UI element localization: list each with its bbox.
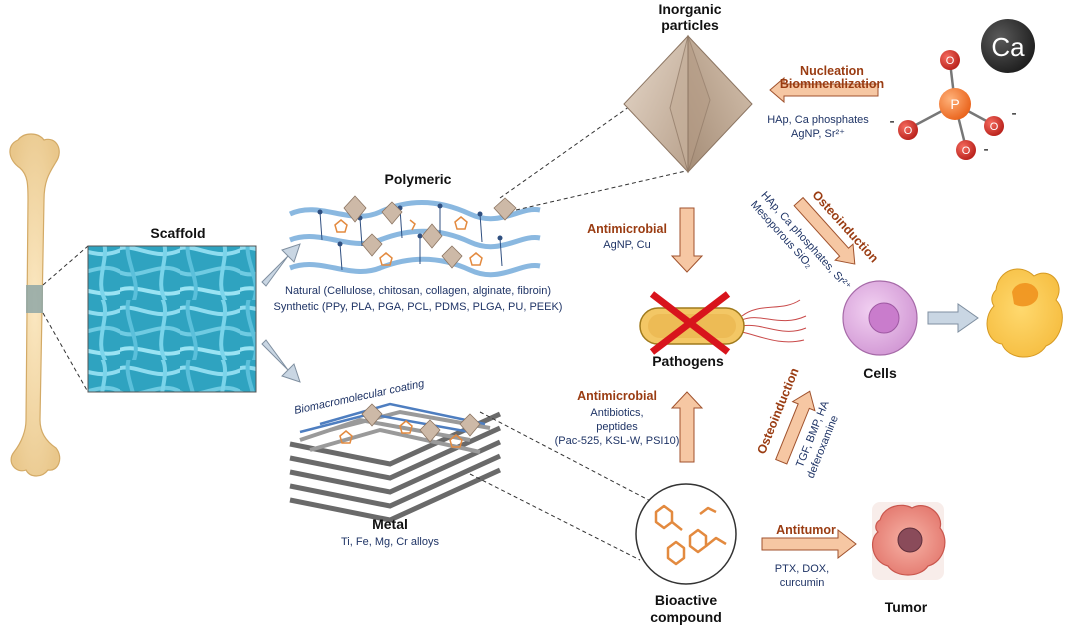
antitumor-line1: PTX, DOX, <box>775 563 829 575</box>
polymeric-network <box>288 195 541 278</box>
charge-minus-bottom: - <box>983 141 988 158</box>
bioactive-label-line1: Bioactive <box>655 592 717 608</box>
polymeric-synthetic-text: Synthetic (PPy, PLA, PGA, PCL, PDMS, PLG… <box>274 301 563 313</box>
metal-coating-text: Biomacromolecular coating <box>293 377 426 417</box>
differentiated-cell-illustration <box>986 268 1063 358</box>
phosphorus-symbol: P <box>950 96 959 112</box>
oxygen-atom-right <box>984 116 1004 136</box>
calcium-ion: Ca <box>981 19 1035 73</box>
antimicrobial-top-title: Antimicrobial <box>587 222 667 236</box>
tumor-illustration <box>871 502 946 580</box>
antimicrobial-bottom-title: Antimicrobial <box>577 389 657 403</box>
arrow-osteoinduction-bottom <box>775 390 816 465</box>
antitumor-title: Antitumor <box>776 523 836 537</box>
oxygen-symbol-right: O <box>990 121 999 133</box>
zoom-lines-polymeric <box>499 91 691 211</box>
antimicrobial-bottom-line1: Antibiotics, <box>590 407 643 419</box>
charge-minus-left: - <box>889 113 894 130</box>
arrow-nucleation <box>769 76 879 104</box>
phosphate-molecule: O O O O P - - - <box>889 50 1017 160</box>
antimicrobial-bottom-line2: peptides <box>596 421 638 433</box>
cross-mark <box>649 291 731 355</box>
scaffold-label: Scaffold <box>150 225 205 241</box>
arrow-osteoinduction-top <box>793 196 856 265</box>
cell-illustration <box>842 280 918 356</box>
oxygen-symbol-left: O <box>904 125 913 137</box>
tumor-label: Tumor <box>885 599 928 615</box>
zoom-lines-metal <box>469 411 661 561</box>
calcium-symbol: Ca <box>991 32 1025 62</box>
arrow-antimicrobial-up <box>670 391 704 463</box>
nucleation-title-line2: Biomineralization <box>780 77 884 91</box>
oxygen-atom-top <box>940 50 960 70</box>
polymeric-label: Polymeric <box>385 171 452 187</box>
osteoinduction-top-group: Osteoinduction HAp, Ca phosphates, Sr²⁺ … <box>748 188 881 293</box>
arrow-antitumor <box>761 528 857 560</box>
bone-illustration <box>9 133 61 477</box>
nucleation-desc-line1: HAp, Ca phosphates <box>767 114 869 126</box>
oxygen-atom-bottom <box>956 140 976 160</box>
pathogens-label: Pathogens <box>652 353 724 369</box>
metal-label: Metal <box>372 516 408 532</box>
nucleation-title-line1: Nucleation <box>800 64 864 78</box>
inorganic-label-line1: Inorganic <box>658 1 721 17</box>
arrow-antimicrobial-down <box>670 207 704 273</box>
inorganic-label-line2: particles <box>661 17 719 33</box>
polymeric-natural-text: Natural (Cellulose, chitosan, collagen, … <box>285 285 551 297</box>
charge-minus-right: - <box>1011 105 1016 122</box>
bioactive-label-line2: compound <box>650 609 722 625</box>
cells-label: Cells <box>863 365 897 381</box>
oxygen-symbol-bottom: O <box>962 145 971 157</box>
arrow-scaffold-to-metal <box>261 339 301 383</box>
antimicrobial-bottom-line3: (Pac-525, KSL-W, PSI10) <box>555 435 680 447</box>
arrow-cell-differentiation <box>927 303 979 333</box>
phosphorus-atom <box>939 88 971 120</box>
oxygen-symbol-top: O <box>946 55 955 67</box>
bioactive-compound-circle <box>635 483 737 585</box>
octahedron-particle <box>623 34 753 174</box>
metal-lattice <box>289 402 502 523</box>
scaffold-fiber-mesh <box>87 245 257 393</box>
bone-section-marker <box>26 285 43 313</box>
metal-alloys-text: Ti, Fe, Mg, Cr alloys <box>341 536 439 548</box>
osteoinduction-bottom-group: Osteoinduction TGF, BMP, HA deferoxamine <box>754 366 841 480</box>
nucleation-desc-line2: AgNP, Sr²⁺ <box>791 128 845 140</box>
antitumor-line2: curcumin <box>780 577 825 589</box>
oxygen-atom-left <box>898 120 918 140</box>
antimicrobial-top-desc: AgNP, Cu <box>603 239 651 251</box>
zoom-lines-bone <box>42 245 89 393</box>
arrow-scaffold-to-polymeric <box>261 243 301 287</box>
